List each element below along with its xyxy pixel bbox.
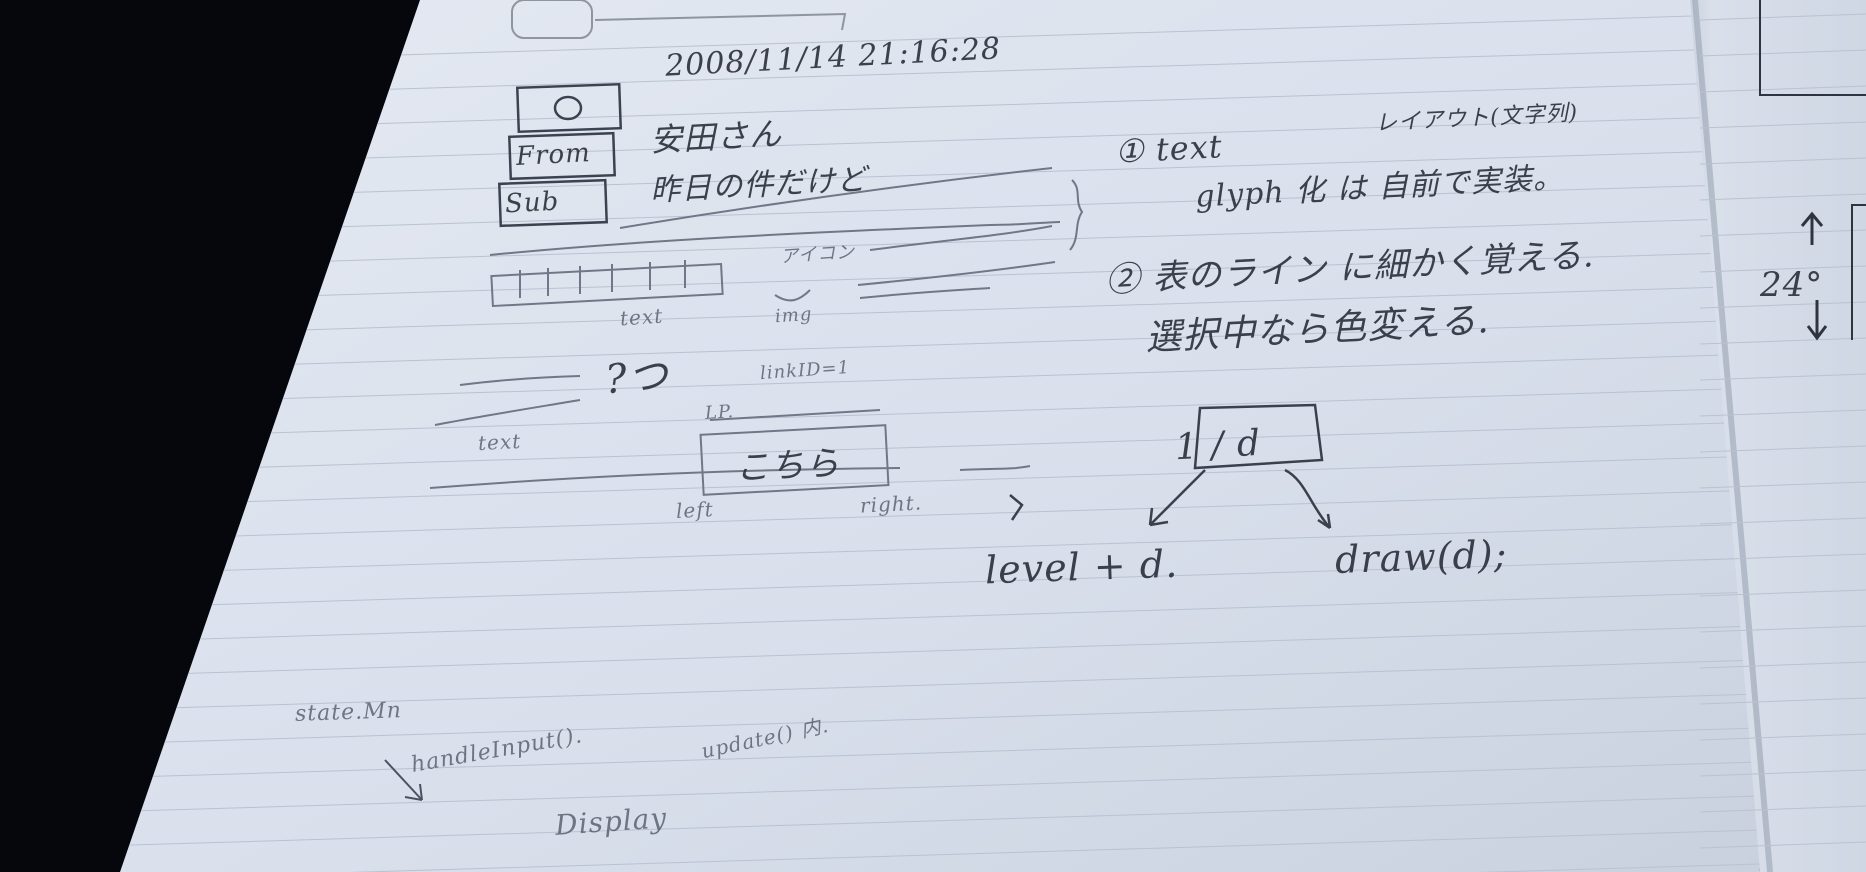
ruled-line — [1699, 85, 1866, 93]
layout-sketch-lines — [429, 167, 1084, 496]
sketch-lp-label: LP. — [704, 401, 735, 424]
ruled-line — [1699, 409, 1866, 417]
mail-form-boxes — [498, 82, 623, 228]
ruled-line — [1699, 589, 1866, 597]
sketch-question: ?つ — [603, 352, 671, 404]
ruled-line — [1699, 517, 1866, 525]
sketch-icon-label: アイコン — [779, 241, 856, 268]
mail-sub-label: Sub — [504, 186, 560, 220]
right-page-ruled-lines — [1699, 13, 1866, 849]
left-page — [120, 0, 1760, 872]
ruled-line — [1699, 805, 1866, 813]
ruled-line — [1699, 49, 1866, 57]
ruled-line — [1699, 301, 1866, 309]
ruled-line — [120, 285, 1760, 337]
sketch-button-text: こちら — [734, 443, 842, 489]
ruled-line — [120, 455, 1760, 507]
sketch-left-label: left — [675, 497, 715, 523]
mail-from-label: From — [515, 138, 592, 172]
ruled-line — [120, 353, 1760, 405]
ruled-line — [1699, 337, 1866, 345]
sketch-right-label: right. — [859, 490, 923, 518]
ruled-line — [120, 761, 1760, 813]
ruled-line — [1699, 661, 1866, 669]
bottom-state: state.Mn — [294, 698, 403, 727]
sketch-lower-text-label: text — [477, 428, 522, 456]
ruled-line — [1699, 373, 1866, 381]
ruled-line — [120, 591, 1760, 643]
ruled-line — [120, 387, 1760, 439]
ruled-line — [120, 523, 1760, 575]
ruled-line — [1699, 445, 1866, 453]
ruled-line — [1699, 625, 1866, 633]
ruled-line — [1699, 265, 1866, 273]
top-sketch-fragment — [511, 0, 847, 39]
sketch-text-label: text — [619, 303, 664, 331]
ruled-line — [120, 625, 1760, 677]
ruled-line — [1699, 481, 1866, 489]
diagram-ratio: 1 / d — [1173, 422, 1262, 469]
ruled-line — [120, 421, 1760, 473]
ruled-line — [1699, 697, 1866, 705]
ruled-line — [1699, 733, 1866, 741]
ruled-line — [1699, 553, 1866, 561]
bottom-arrow — [384, 759, 423, 801]
ruled-line — [120, 319, 1760, 371]
ruled-line — [120, 489, 1760, 541]
ruled-line — [120, 727, 1760, 779]
sketch-img-label: img — [774, 303, 814, 328]
ruled-line — [120, 693, 1760, 745]
ruled-line — [120, 115, 1760, 167]
ruled-line — [1699, 841, 1866, 849]
diagram-draw: draw(d); — [1334, 532, 1509, 582]
ruled-line — [1699, 193, 1866, 201]
ruled-line — [120, 795, 1760, 847]
margin-number: 24° — [1760, 265, 1824, 305]
mail-from-value: 安田さん — [649, 114, 784, 160]
diagram-level: level + d. — [984, 541, 1179, 593]
note-item1-heading: ① text — [1114, 127, 1224, 171]
ruled-line — [1699, 121, 1866, 129]
page-gutter — [1692, 0, 1773, 872]
ruled-line — [120, 183, 1760, 235]
diagram-arrows — [1009, 403, 1332, 530]
margin-arrow — [1759, 0, 1866, 341]
ruled-line — [1699, 13, 1866, 21]
ruled-line — [120, 557, 1760, 609]
ruled-line — [120, 659, 1760, 711]
ruled-line — [1699, 229, 1866, 237]
ruled-line — [1699, 769, 1866, 777]
ruled-line — [1699, 157, 1866, 165]
ruled-line — [120, 149, 1760, 201]
